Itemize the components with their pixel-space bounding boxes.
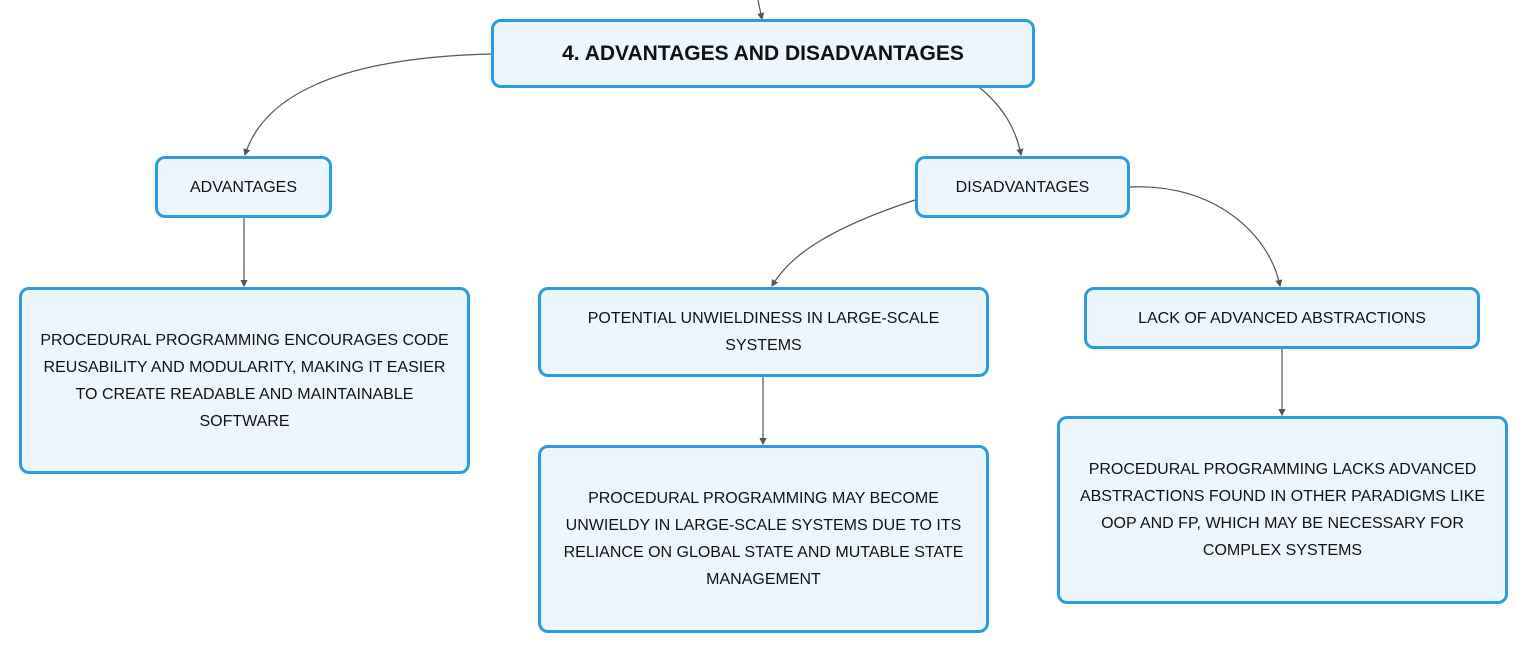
advantages-node[interactable]: ADVANTAGES [155,156,332,218]
abstractions-label: LACK OF ADVANCED ABSTRACTIONS [1138,309,1426,327]
root-topic-label: 4. ADVANTAGES AND DISADVANTAGES [562,41,964,65]
unwieldiness-detail-text: PROCEDURAL PROGRAMMING MAY BECOME UNWIEL… [563,490,964,588]
unwieldiness-detail-node[interactable]: PROCEDURAL PROGRAMMING MAY BECOME UNWIEL… [538,445,989,633]
unwieldiness-node[interactable]: POTENTIAL UNWIELDINESS IN LARGE-SCALE SY… [538,287,989,377]
disadvantages-node[interactable]: DISADVANTAGES [915,156,1130,218]
advantages-detail-text: PROCEDURAL PROGRAMMING ENCOURAGES CODE R… [40,331,449,430]
connector-root-to-disadvantages [979,87,1024,157]
connector-disadvantages-to-unwieldiness [771,199,916,288]
abstractions-node[interactable]: LACK OF ADVANCED ABSTRACTIONS [1084,287,1480,349]
advantages-detail-node[interactable]: PROCEDURAL PROGRAMMING ENCOURAGES CODE R… [19,287,470,474]
root-topic-node[interactable]: 4. ADVANTAGES AND DISADVANTAGES [491,19,1035,88]
connector-root-to-advantages [243,53,492,157]
advantages-label: ADVANTAGES [190,178,297,196]
disadvantages-label: DISADVANTAGES [955,178,1090,196]
connector-parent-to-root [757,0,765,21]
connector-disadvantages-to-abstractions [1129,186,1283,288]
abstractions-detail-node[interactable]: PROCEDURAL PROGRAMMING LACKS ADVANCED AB… [1057,416,1508,604]
abstractions-detail-text: PROCEDURAL PROGRAMMING LACKS ADVANCED AB… [1079,461,1486,559]
unwieldiness-label: POTENTIAL UNWIELDINESS IN LARGE-SCALE SY… [587,310,940,354]
